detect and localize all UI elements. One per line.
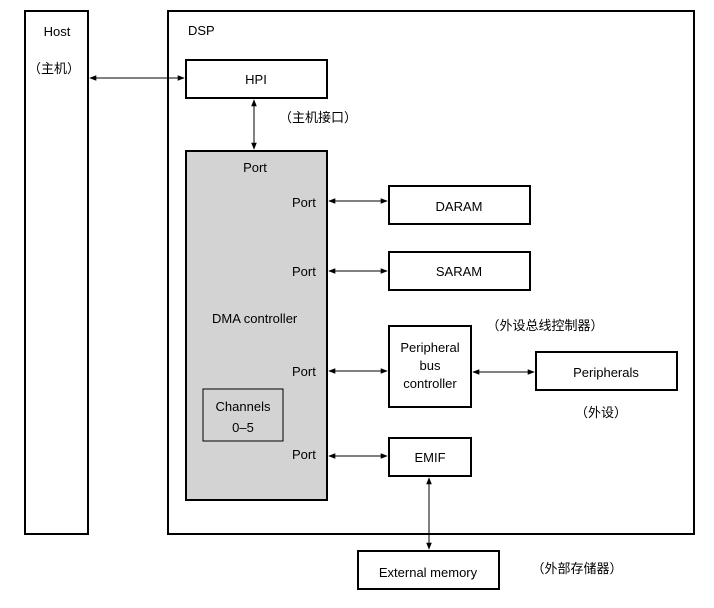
saram-box — [388, 251, 531, 291]
peripherals-box — [535, 351, 678, 391]
external-memory-box — [357, 550, 500, 590]
hpi-box — [185, 59, 328, 99]
dma-port-peripheral: Port — [292, 364, 316, 379]
channels-line1: Channels — [216, 399, 271, 414]
peripheral-bus-controller-box — [388, 325, 472, 408]
host-box — [24, 10, 89, 535]
channels-line2: 0–5 — [232, 420, 254, 435]
peripherals-label: Peripherals — [573, 365, 639, 380]
saram-label: SARAM — [436, 264, 482, 279]
dma-port-saram: Port — [292, 264, 316, 279]
pbc-line2: bus — [420, 358, 441, 373]
dma-port-emif: Port — [292, 447, 316, 462]
dma-controller-box — [185, 150, 328, 501]
pbc-line1: Peripheral — [400, 340, 459, 355]
emif-box — [388, 437, 472, 477]
hpi-label: HPI — [245, 72, 267, 87]
dsp-title: DSP — [188, 23, 215, 38]
dma-controller-label: DMA controller — [212, 311, 298, 326]
daram-label: DARAM — [436, 199, 483, 214]
channels-box — [202, 388, 284, 442]
pbc-note: （外设总线控制器） — [486, 319, 603, 334]
host-subtitle: （主机） — [28, 62, 80, 77]
peripherals-note: （外设） — [575, 406, 627, 421]
dma-port-top: Port — [243, 160, 267, 175]
host-title: Host — [44, 24, 71, 39]
daram-box — [388, 185, 531, 225]
external-memory-label: External memory — [379, 565, 478, 580]
emif-label: EMIF — [414, 450, 445, 465]
pbc-line3: controller — [403, 376, 457, 391]
external-memory-note: （外部存储器） — [531, 562, 622, 577]
dma-port-daram: Port — [292, 195, 316, 210]
hpi-note: （主机接口） — [279, 110, 357, 126]
